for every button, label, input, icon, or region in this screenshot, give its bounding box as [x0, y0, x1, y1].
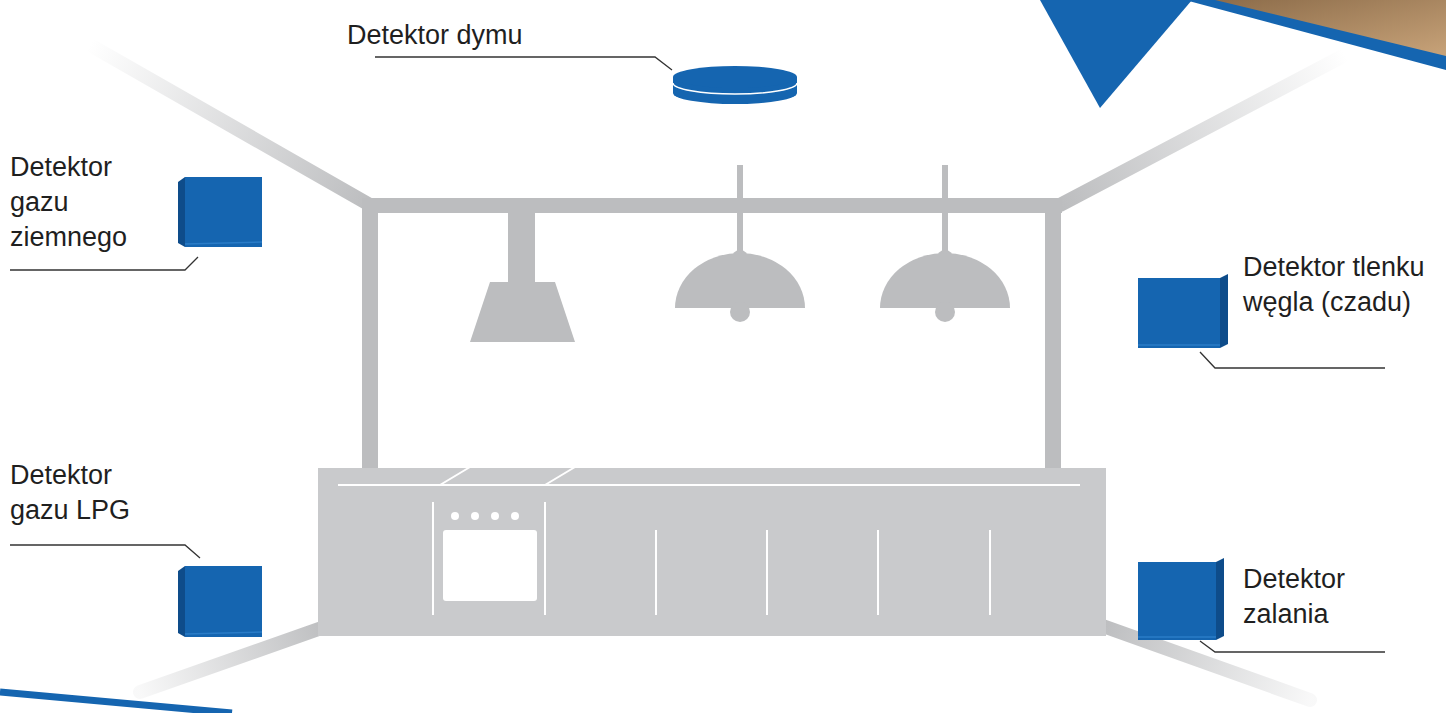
- detector-node: Detektor tlenku węgla (czadu): [1130, 245, 1446, 375]
- lamp-shade: [880, 253, 1010, 308]
- oven-knob: [451, 512, 459, 520]
- counter-edge: [338, 484, 1080, 486]
- detector-side: [1220, 274, 1228, 348]
- detector-icon: [1138, 558, 1224, 640]
- detector-label: Detektor gazu LPG: [10, 458, 160, 528]
- accent-triangle: [1040, 0, 1192, 108]
- detector-node: Detektor zalania: [1130, 555, 1446, 655]
- detector-icon: [178, 177, 262, 247]
- lamp-bulb: [730, 302, 750, 322]
- detector-label: Detektor zalania: [1243, 562, 1393, 632]
- leader-line: [1200, 641, 1385, 652]
- accent-stripe: [1185, 0, 1446, 70]
- oven-knob: [471, 512, 479, 520]
- oven-knob: [511, 512, 519, 520]
- leader-line: [375, 57, 672, 70]
- detector-edge: [185, 632, 262, 634]
- cabinet-line: [655, 530, 657, 615]
- detector-label: Detektor dymu: [347, 18, 667, 53]
- counter-seam: [440, 467, 470, 485]
- leader-line: [1200, 352, 1385, 368]
- detector-side: [1216, 558, 1224, 640]
- detector-icon: [1138, 274, 1228, 348]
- detector-node: Detektor dymu: [340, 8, 840, 118]
- wall-post: [1045, 198, 1061, 480]
- detector-label: Detektor tlenku węgla (czadu): [1243, 250, 1433, 320]
- lamp-cord: [942, 165, 948, 255]
- hood-chimney: [508, 212, 535, 284]
- detector-node: Detektor gazu ziemnego: [4, 145, 272, 275]
- wall-post: [362, 198, 378, 480]
- lamp-bulb: [935, 302, 955, 322]
- cabinet-line: [544, 502, 546, 615]
- lamp-shade: [675, 253, 805, 308]
- accent-stripe: [0, 692, 232, 713]
- detector-front: [1138, 562, 1216, 640]
- oven-door: [443, 530, 537, 601]
- detector-front: [185, 177, 262, 247]
- detector-front: [185, 566, 262, 637]
- detector-edge: [1138, 344, 1220, 346]
- detector-icon: [178, 566, 262, 637]
- detector-side: [178, 566, 185, 637]
- kitchen-counter: [318, 468, 1106, 636]
- detector-label: Detektor gazu ziemnego: [10, 150, 160, 255]
- lamp-cord: [737, 165, 743, 255]
- detector-edge: [1138, 636, 1216, 638]
- detector-front: [1138, 278, 1220, 348]
- leader-line: [10, 545, 200, 558]
- cabinet-line: [766, 530, 768, 615]
- cooker-hood: [470, 282, 575, 342]
- wall-edge: [1060, 55, 1345, 205]
- cabinet-line: [989, 530, 991, 615]
- leader-line: [10, 257, 198, 270]
- detector-side: [178, 177, 185, 247]
- detector-icon: [673, 66, 797, 104]
- detector-edge: [185, 242, 262, 244]
- counter-seam: [545, 467, 575, 485]
- cabinet-line: [432, 502, 434, 615]
- oven-knob: [491, 512, 499, 520]
- floor-edge: [1100, 625, 1310, 700]
- detector-top: [673, 66, 797, 88]
- ceiling-beam: [362, 198, 1062, 213]
- cabinet-line: [877, 530, 879, 615]
- detector-node: Detektor gazu LPG: [4, 455, 272, 640]
